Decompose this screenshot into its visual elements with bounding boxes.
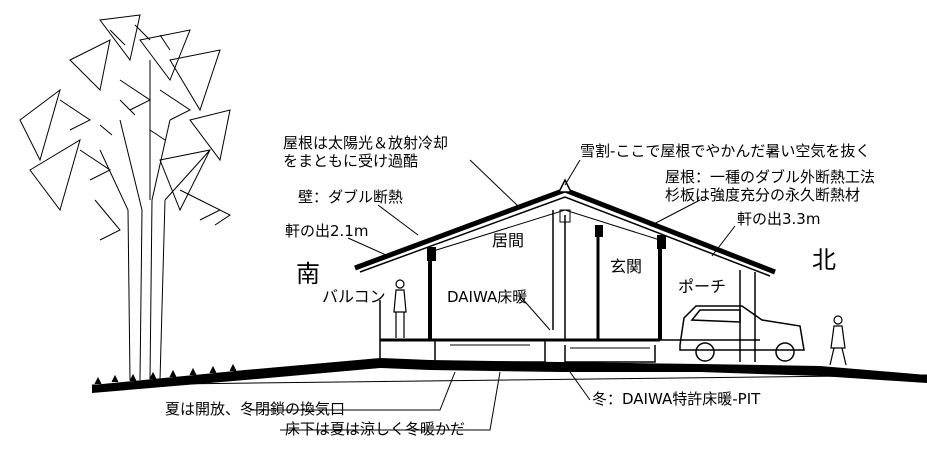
annotation-roof-method-line2: 杉板は強度充分の永久断熱材	[665, 186, 860, 204]
ridge-vent-cap	[557, 178, 573, 193]
direction-south: 南	[296, 260, 320, 288]
house-section	[354, 178, 776, 363]
annotation-roof-heat-line2: をまともに受け過酷	[283, 152, 418, 170]
annotation-wall-insulation: 壁：ダブル断熱	[298, 188, 403, 206]
tree-illustration	[19, 14, 231, 381]
room-porch: ポーチ	[678, 277, 726, 296]
leader-lines	[250, 159, 736, 431]
direction-north: 北	[812, 246, 836, 274]
room-balcony: バルコン	[322, 287, 386, 306]
grass	[94, 363, 237, 385]
room-living: 居間	[492, 231, 524, 250]
annotation-roof-method-line1: 屋根：一種のダブル外断熱工法	[665, 168, 875, 186]
annotation-underfloor: 床下は夏は涼しく冬暖かだ	[285, 420, 465, 438]
person-walking	[829, 315, 847, 366]
annotation-roof-heat-line1: 屋根は太陽光＆放射冷却	[283, 134, 448, 152]
annotation-eave-north: 軒の出3.3m	[737, 210, 820, 228]
annotation-eave-south: 軒の出2.1m	[285, 222, 368, 240]
person-on-balcony	[393, 279, 407, 338]
room-entrance: 玄関	[610, 257, 642, 276]
annotation-summer-vent: 夏は開放、冬閉鎖の換気口	[165, 400, 345, 418]
car-illustration	[679, 305, 805, 362]
annotation-floor-heating: DAIWA床暖	[447, 288, 527, 306]
annotation-winter-heating: 冬：DAIWA特許床暖‐PIT	[592, 390, 761, 408]
ground	[91, 358, 927, 393]
annotation-ridge-vent: 雪割‐ここで屋根でやかんだ暑い空気を抜く	[580, 142, 870, 160]
